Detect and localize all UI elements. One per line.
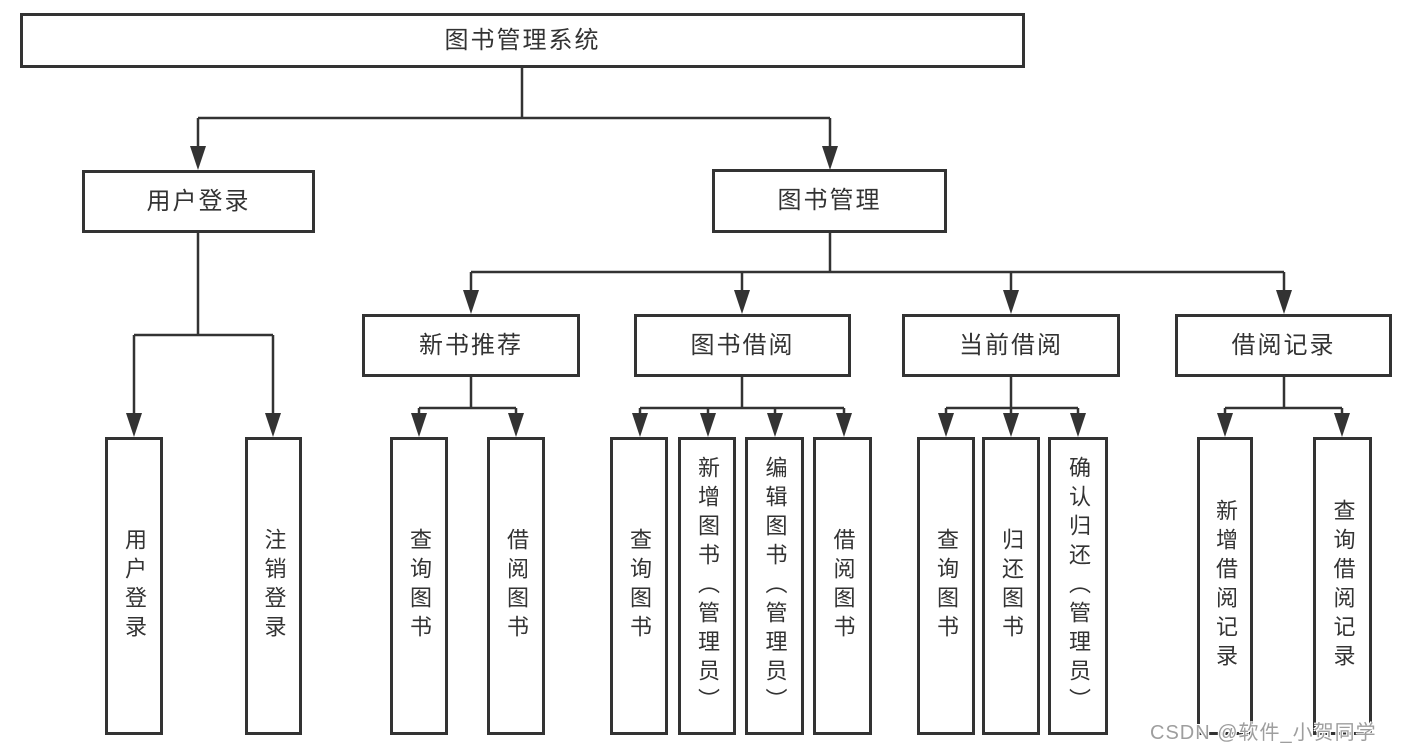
node-current-borrowing: 当前借阅 (902, 314, 1120, 377)
node-user-login-label: 用户登录 (146, 187, 251, 215)
connector-bookmgmt-to-level3 (469, 233, 1286, 294)
leaf-borrowing-add-books-admin: 新增图书（管理员） (678, 437, 736, 735)
leaf-current-query-books-label: 查询图书 (934, 528, 959, 644)
csdn-watermark: CSDN @软件_小贺同学 (1150, 722, 1377, 744)
connector-newbooks-to-leaves (417, 377, 518, 416)
connector-userlogin-to-leaves (132, 233, 275, 416)
leaf-newbook-borrow-books-label: 借阅图书 (504, 528, 529, 644)
leaf-records-add-record: 新增借阅记录 (1197, 437, 1253, 735)
leaf-borrowing-edit-books-admin: 编辑图书（管理员） (745, 437, 804, 735)
node-borrowing-records-label: 借阅记录 (1231, 331, 1336, 359)
leaf-borrowing-borrow-books: 借阅图书 (813, 437, 872, 735)
leaf-logout: 注销登录 (245, 437, 302, 735)
node-root-system-label: 图书管理系统 (444, 26, 601, 54)
node-user-login: 用户登录 (82, 170, 315, 233)
leaf-current-confirm-return-admin: 确认归还（管理员） (1048, 437, 1108, 735)
leaf-borrowing-query-books-label: 查询图书 (627, 528, 652, 644)
node-new-book-recommend-label: 新书推荐 (419, 331, 523, 359)
leaf-records-query-record-label: 查询借阅记录 (1330, 499, 1356, 673)
node-book-management: 图书管理 (712, 169, 947, 233)
node-borrowing-records: 借阅记录 (1175, 314, 1392, 377)
leaf-current-confirm-return-admin-label: 确认归还（管理员） (1066, 455, 1091, 717)
leaf-borrowing-edit-books-admin-label: 编辑图书（管理员） (762, 455, 788, 717)
node-book-borrowing-label: 图书借阅 (690, 331, 795, 359)
leaf-current-return-books: 归还图书 (982, 437, 1040, 735)
leaf-user-login-label: 用户登录 (122, 528, 147, 644)
node-book-borrowing: 图书借阅 (634, 314, 851, 377)
node-book-management-label: 图书管理 (777, 187, 882, 214)
connector-records-to-leaves (1223, 377, 1344, 416)
node-current-borrowing-label: 当前借阅 (959, 331, 1063, 359)
node-root-system: 图书管理系统 (20, 13, 1025, 68)
leaf-borrowing-query-books: 查询图书 (610, 437, 668, 735)
connector-root-to-level2 (196, 68, 832, 150)
leaf-user-login: 用户登录 (105, 437, 163, 735)
leaf-current-query-books: 查询图书 (917, 437, 975, 735)
leaf-borrowing-borrow-books-label: 借阅图书 (830, 528, 856, 644)
leaf-records-add-record-label: 新增借阅记录 (1213, 499, 1238, 673)
leaf-newbook-borrow-books: 借阅图书 (487, 437, 545, 735)
leaf-logout-label: 注销登录 (261, 528, 287, 644)
leaf-newbook-query-books: 查询图书 (390, 437, 448, 735)
leaf-records-query-record: 查询借阅记录 (1313, 437, 1372, 735)
leaf-borrowing-add-books-admin-label: 新增图书（管理员） (695, 455, 720, 717)
connector-bookborrow-to-leaves (638, 377, 846, 416)
leaf-newbook-query-books-label: 查询图书 (407, 528, 432, 644)
node-new-book-recommend: 新书推荐 (362, 314, 580, 377)
connector-currentborrow-to-leaves (944, 377, 1080, 416)
leaf-current-return-books-label: 归还图书 (999, 528, 1024, 644)
